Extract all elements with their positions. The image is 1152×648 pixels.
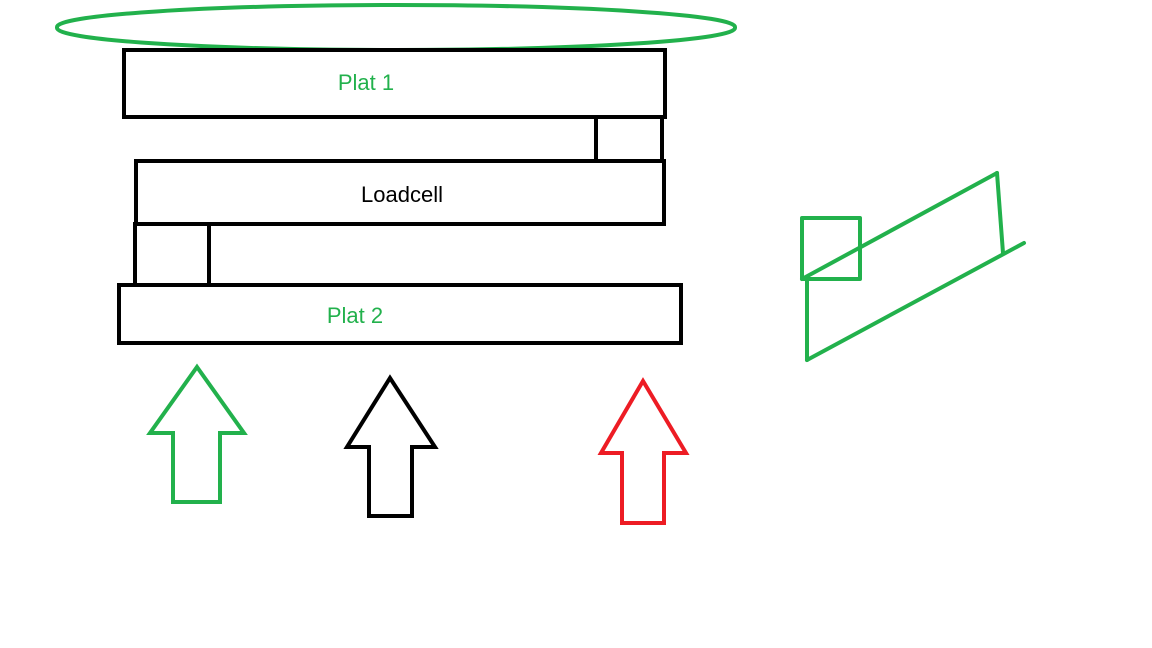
top-ellipse [55,3,737,52]
right-sketch [800,171,1026,362]
green-arrow [146,363,248,504]
sketch-lower-line [805,241,1026,362]
sketch-right-edge [995,171,1005,255]
spacer-left [133,222,211,287]
spacer-right [594,115,664,163]
plate-2-label: Plat 2 [327,303,383,328]
plate-1 [122,48,667,119]
sketch-square [800,216,862,281]
loadcell-label: Loadcell [361,182,443,207]
red-arrow [597,377,690,525]
loadcell [134,159,666,226]
plate-1-label: Plat 1 [338,70,394,95]
sketch-upper-line [800,171,999,281]
black-arrow [343,374,439,518]
plate-2 [117,283,683,345]
